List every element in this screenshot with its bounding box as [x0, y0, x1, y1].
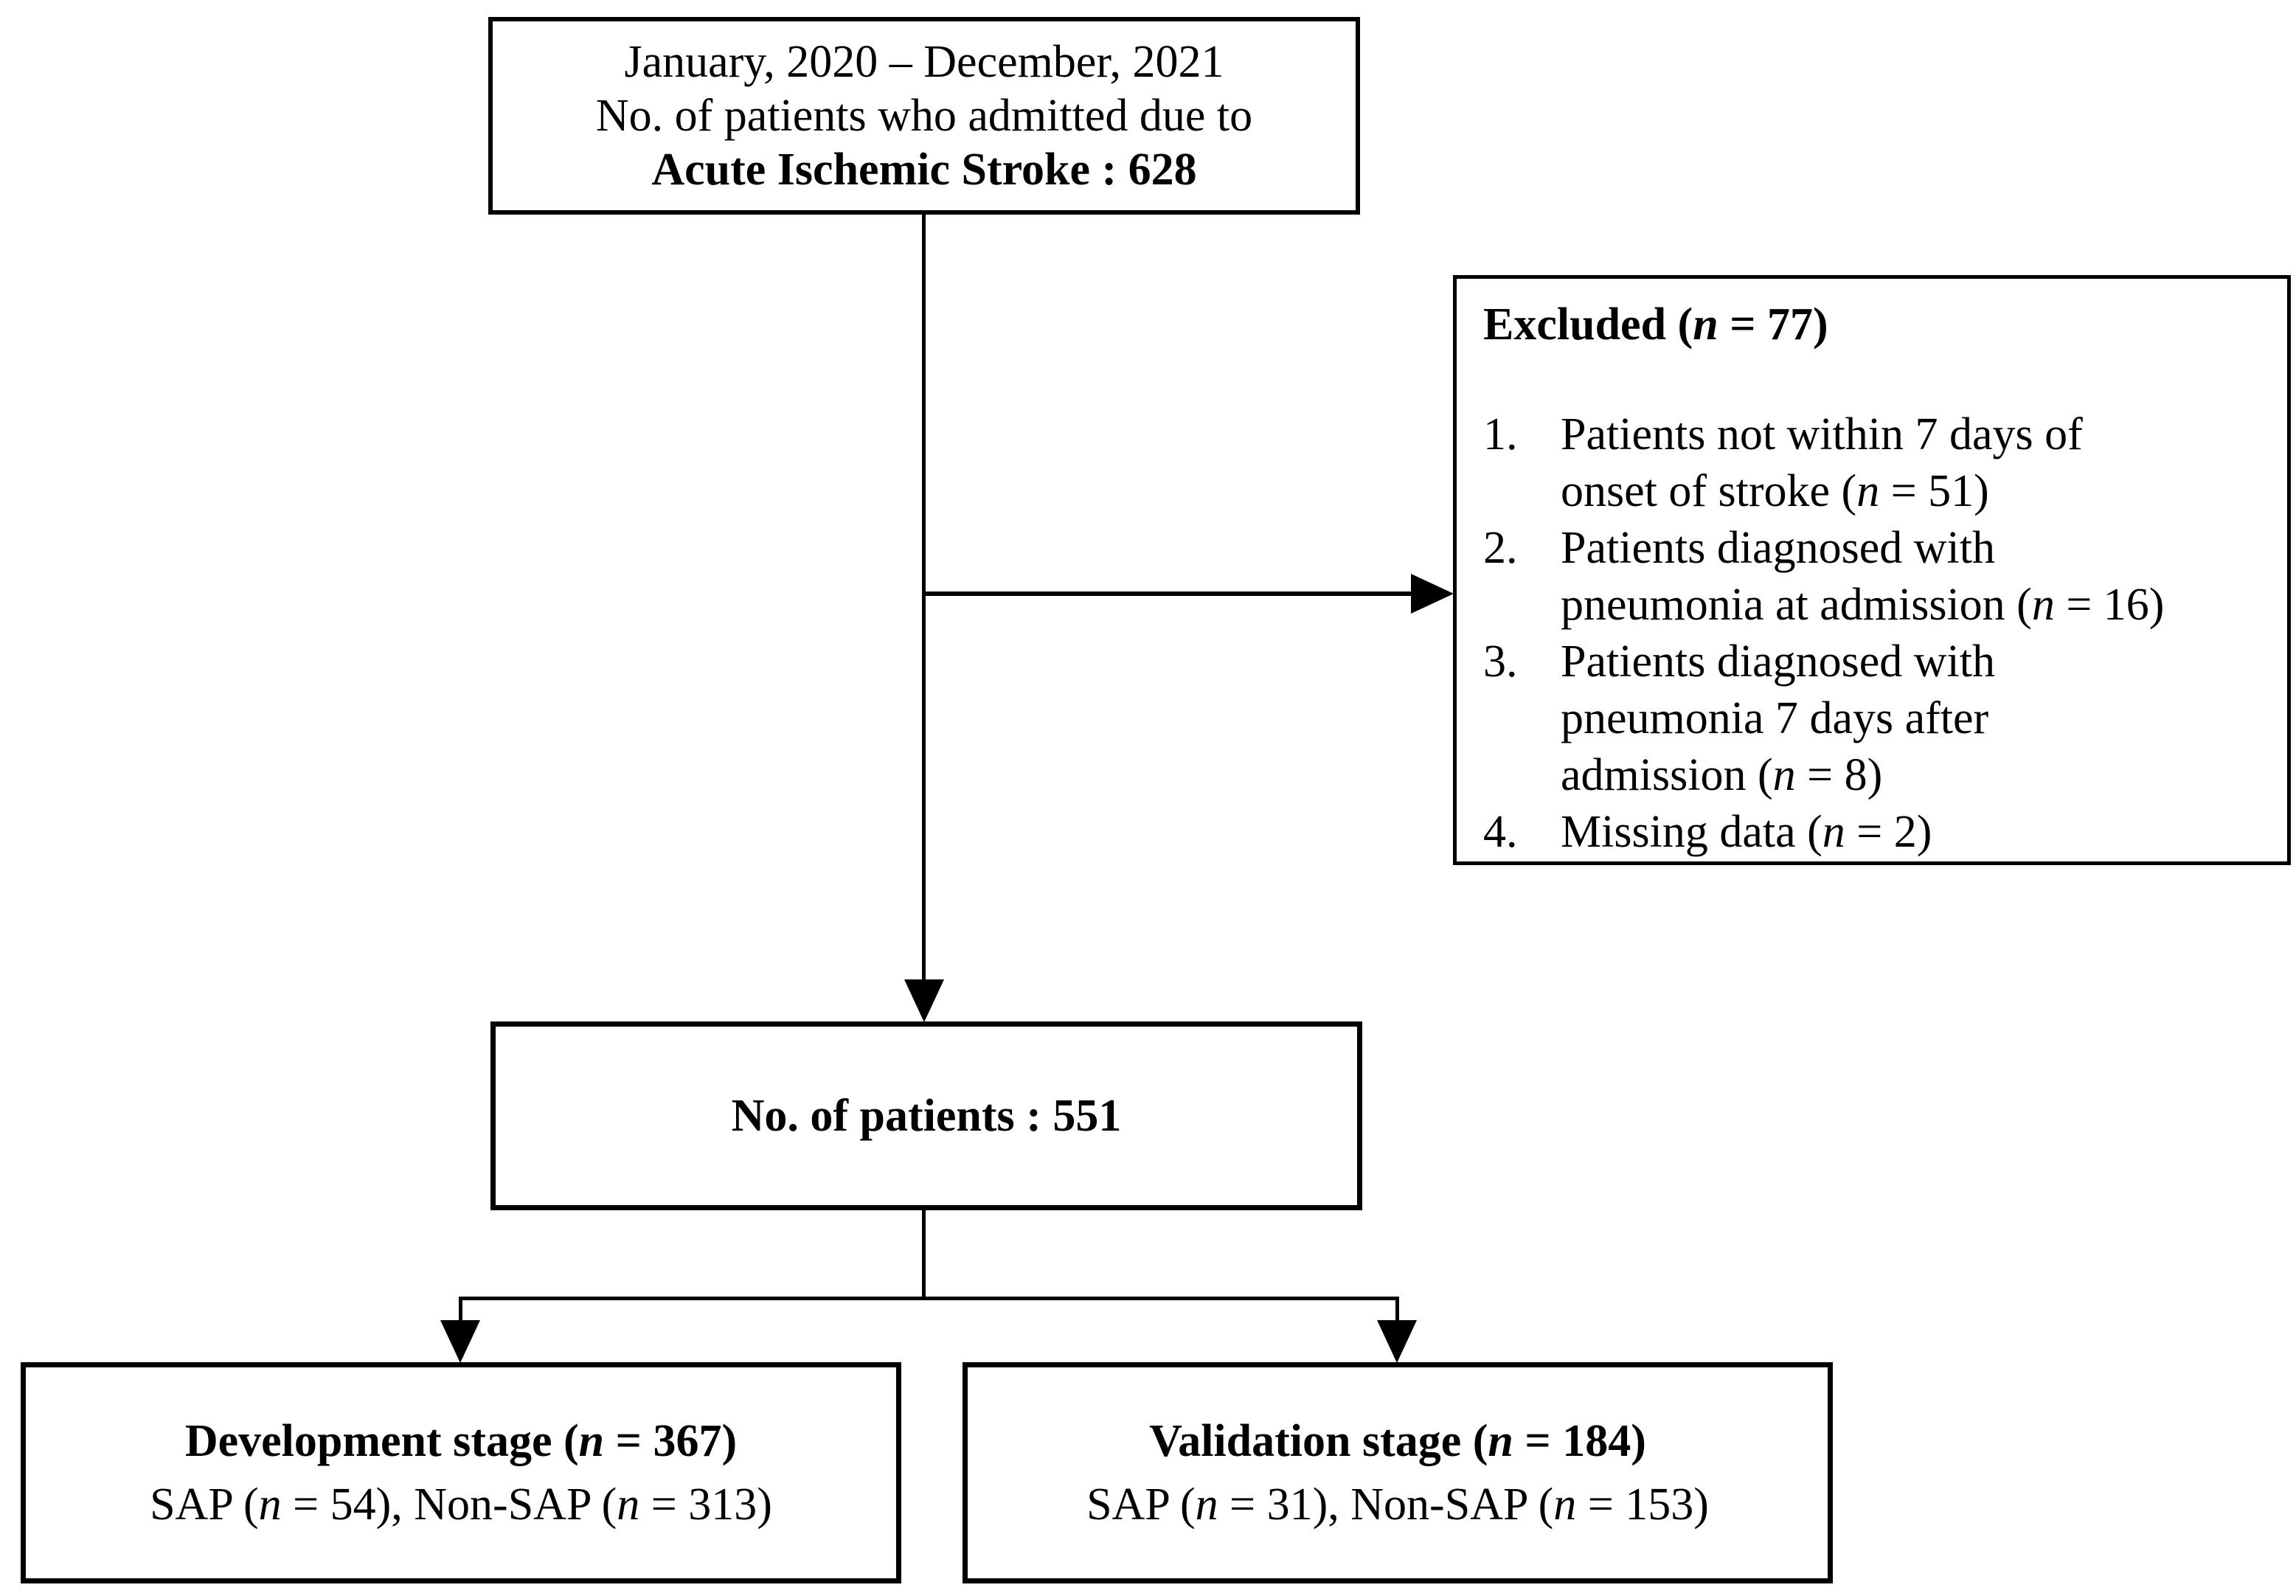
excluded-item-text: Missing data (n = 2) — [1561, 807, 1932, 857]
excluded-item: 1. Patients not within 7 days of onset o… — [1483, 406, 2265, 520]
connector-branch-to-development — [459, 1297, 462, 1323]
admission-period-line: January, 2020 – December, 2021 — [624, 36, 1224, 87]
excluded-box: Excluded (n = 77) 1. Patients not within… — [1453, 275, 2291, 865]
included-box: No. of patients : 551 — [490, 1021, 1362, 1210]
excluded-list: 1. Patients not within 7 days of onset o… — [1483, 406, 2265, 861]
excluded-item-text: Patients diagnosed with pneumonia at adm… — [1561, 523, 2165, 630]
included-count-text: No. of patients : 551 — [731, 1090, 1122, 1141]
admission-desc-line: No. of patients who admitted due to — [595, 90, 1253, 141]
admission-count-line: Acute Ischemic Stroke : 628 — [651, 144, 1197, 195]
excluded-title: Excluded (n = 77) — [1483, 299, 1828, 350]
connector-top-to-included — [922, 214, 926, 981]
arrowhead-down-icon — [904, 979, 944, 1022]
excluded-item: 4. Missing data (n = 2) — [1483, 804, 2265, 861]
excluded-item-text: Patients not within 7 days of onset of s… — [1561, 409, 2083, 516]
admission-box: January, 2020 – December, 2021 No. of pa… — [488, 17, 1360, 215]
excluded-item-number: 2. — [1483, 523, 1518, 573]
arrowhead-right-icon — [1411, 574, 1454, 614]
excluded-item-number: 4. — [1483, 807, 1518, 857]
arrowhead-down-icon — [440, 1320, 480, 1363]
excluded-item-number: 1. — [1483, 409, 1518, 459]
arrowhead-down-icon — [1377, 1320, 1417, 1363]
excluded-item: 2. Patients diagnosed with pneumonia at … — [1483, 520, 2265, 634]
excluded-item-number: 3. — [1483, 636, 1518, 687]
development-box: Development stage (n = 367) SAP (n = 54)… — [21, 1362, 901, 1583]
validation-breakdown-line: SAP (n = 31), Non-SAP (n = 153) — [1086, 1479, 1709, 1530]
excluded-item: 3. Patients diagnosed with pneumonia 7 d… — [1483, 634, 2265, 804]
validation-title-line: Validation stage (n = 184) — [1149, 1416, 1646, 1466]
connector-branch-to-validation — [1395, 1297, 1399, 1323]
branch-line — [459, 1297, 1399, 1300]
development-breakdown-line: SAP (n = 54), Non-SAP (n = 313) — [150, 1479, 772, 1530]
connector-included-to-branch — [922, 1210, 926, 1299]
development-title-line: Development stage (n = 367) — [184, 1416, 738, 1466]
validation-box: Validation stage (n = 184) SAP (n = 31),… — [963, 1362, 1833, 1583]
excluded-item-text: Patients diagnosed with pneumonia 7 days… — [1561, 636, 1995, 800]
connector-to-excluded — [923, 591, 1412, 596]
